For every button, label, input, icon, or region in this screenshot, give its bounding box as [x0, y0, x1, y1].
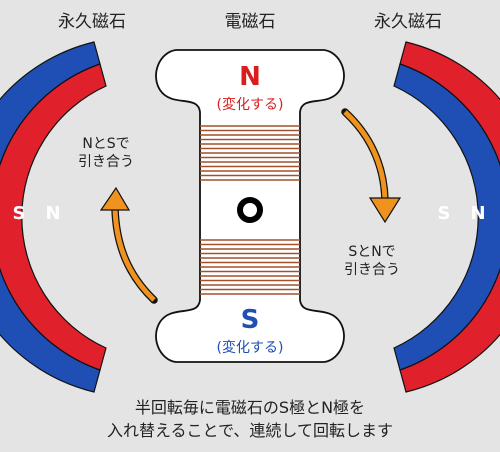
right-permanent-magnet: S N: [393, 41, 500, 393]
electromagnet-top-note: (変化する): [217, 96, 284, 113]
right-magnet-south-label: S: [438, 203, 451, 224]
footer-line1: 半回転毎に電磁石のS極とN極を: [135, 398, 365, 417]
footer-line2: 入れ替えることで、連続して回転します: [107, 421, 393, 440]
left-permanent-magnet: S N: [0, 41, 107, 393]
left-magnet-south-label: S: [13, 203, 26, 224]
electromagnet: N (変化する) S (変化する): [155, 49, 345, 363]
electromagnet-bottom-note: (変化する): [217, 339, 284, 356]
left-magnet-north-label: N: [45, 203, 60, 224]
right-magnet-label: 永久磁石: [374, 12, 442, 32]
right-arrow-caption-line1: SとNで: [348, 244, 395, 260]
left-arrow-caption-line2: 引き合う: [78, 154, 134, 170]
right-magnet-south-band: [393, 63, 500, 371]
electromagnet-coils: [200, 125, 300, 295]
left-rotation-arrow-icon: [99, 186, 158, 304]
left-arrow-caption-line1: NとSで: [82, 136, 129, 152]
rotor-axle-icon: [237, 197, 263, 223]
left-magnet-label: 永久磁石: [58, 12, 126, 32]
left-magnet-north-band: [0, 63, 107, 371]
right-rotation-arrow-icon: [341, 108, 402, 224]
electromagnet-top-pole: N: [239, 62, 261, 92]
right-magnet-north-label: N: [470, 203, 485, 224]
electromagnet-bottom-pole: S: [241, 305, 260, 335]
right-arrow-caption-line2: 引き合う: [344, 262, 400, 278]
center-magnet-label: 電磁石: [225, 12, 276, 32]
